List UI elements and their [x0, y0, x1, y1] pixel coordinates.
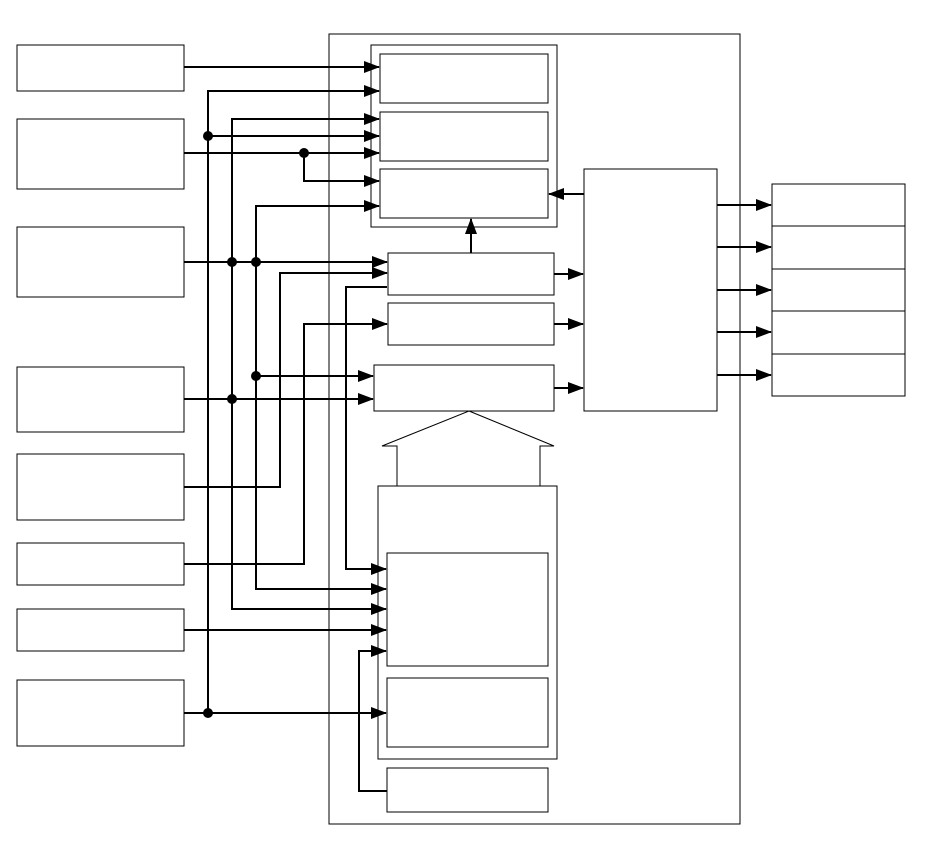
- wire: [231, 118, 386, 610]
- arrowhead: [568, 268, 584, 280]
- arrowhead: [364, 130, 380, 142]
- wire: [303, 153, 379, 182]
- input-block-2: [16, 118, 185, 190]
- arrowhead: [372, 267, 388, 279]
- arrowhead: [364, 113, 380, 125]
- top-module-2: [379, 111, 549, 162]
- junction-dot: [227, 257, 237, 267]
- wire: [207, 90, 379, 713]
- input-block-8: [16, 679, 185, 747]
- output-block-1: [771, 183, 906, 227]
- wire: [255, 205, 386, 590]
- input-blocks: [16, 44, 185, 747]
- arrowhead: [371, 583, 387, 595]
- top-module-3: [379, 168, 549, 219]
- arrowhead: [358, 370, 374, 382]
- junction-dot: [203, 708, 213, 718]
- arrowhead: [568, 318, 584, 330]
- processor-block: [583, 168, 718, 412]
- junction-dot: [299, 148, 309, 158]
- arrowhead: [371, 707, 387, 719]
- junction-dot: [251, 257, 261, 267]
- output-blocks: [771, 183, 906, 397]
- input-block-3: [16, 226, 185, 298]
- arrowhead: [756, 199, 772, 211]
- middle-module-2: [387, 302, 555, 346]
- arrowhead: [372, 318, 388, 330]
- input-block-1: [16, 44, 185, 92]
- top-module-1: [379, 53, 549, 104]
- wire: [184, 272, 387, 488]
- arrowhead: [756, 284, 772, 296]
- bottom-module-3: [386, 767, 549, 813]
- arrowhead: [371, 624, 387, 636]
- wire: [345, 286, 387, 570]
- arrowhead: [568, 382, 584, 394]
- bottom-module-2: [386, 677, 549, 748]
- bottom-module-1: [386, 552, 549, 667]
- arrowhead: [756, 326, 772, 338]
- junction-dot: [251, 371, 261, 381]
- arrowheads: [358, 61, 772, 719]
- output-block-4: [771, 310, 906, 355]
- arrowhead: [372, 256, 388, 268]
- arrowhead: [364, 175, 380, 187]
- middle-module-3: [373, 364, 555, 412]
- bottom-module-group: [377, 485, 558, 760]
- middle-module-1: [387, 252, 555, 296]
- top-module-group: [370, 44, 558, 228]
- arrowhead: [364, 85, 380, 97]
- arrowhead: [371, 645, 387, 657]
- arrowhead: [548, 188, 564, 200]
- output-block-2: [771, 225, 906, 270]
- arrowhead: [364, 200, 380, 212]
- arrowhead: [756, 241, 772, 253]
- input-block-7: [16, 608, 185, 652]
- connection-lines: [184, 66, 771, 792]
- arrowhead: [465, 218, 477, 234]
- arrowhead: [756, 369, 772, 381]
- arrowhead: [364, 147, 380, 159]
- arrowhead: [364, 61, 380, 73]
- junction-dot: [227, 394, 237, 404]
- input-block-5: [16, 453, 185, 521]
- junction-dot: [203, 131, 213, 141]
- output-block-3: [771, 268, 906, 312]
- arrowhead: [358, 393, 374, 405]
- arrowhead: [371, 563, 387, 575]
- arrowhead: [371, 603, 387, 615]
- junction-dots: [203, 131, 309, 718]
- input-block-6: [16, 542, 185, 586]
- output-block-5: [771, 353, 906, 397]
- input-block-4: [16, 366, 185, 433]
